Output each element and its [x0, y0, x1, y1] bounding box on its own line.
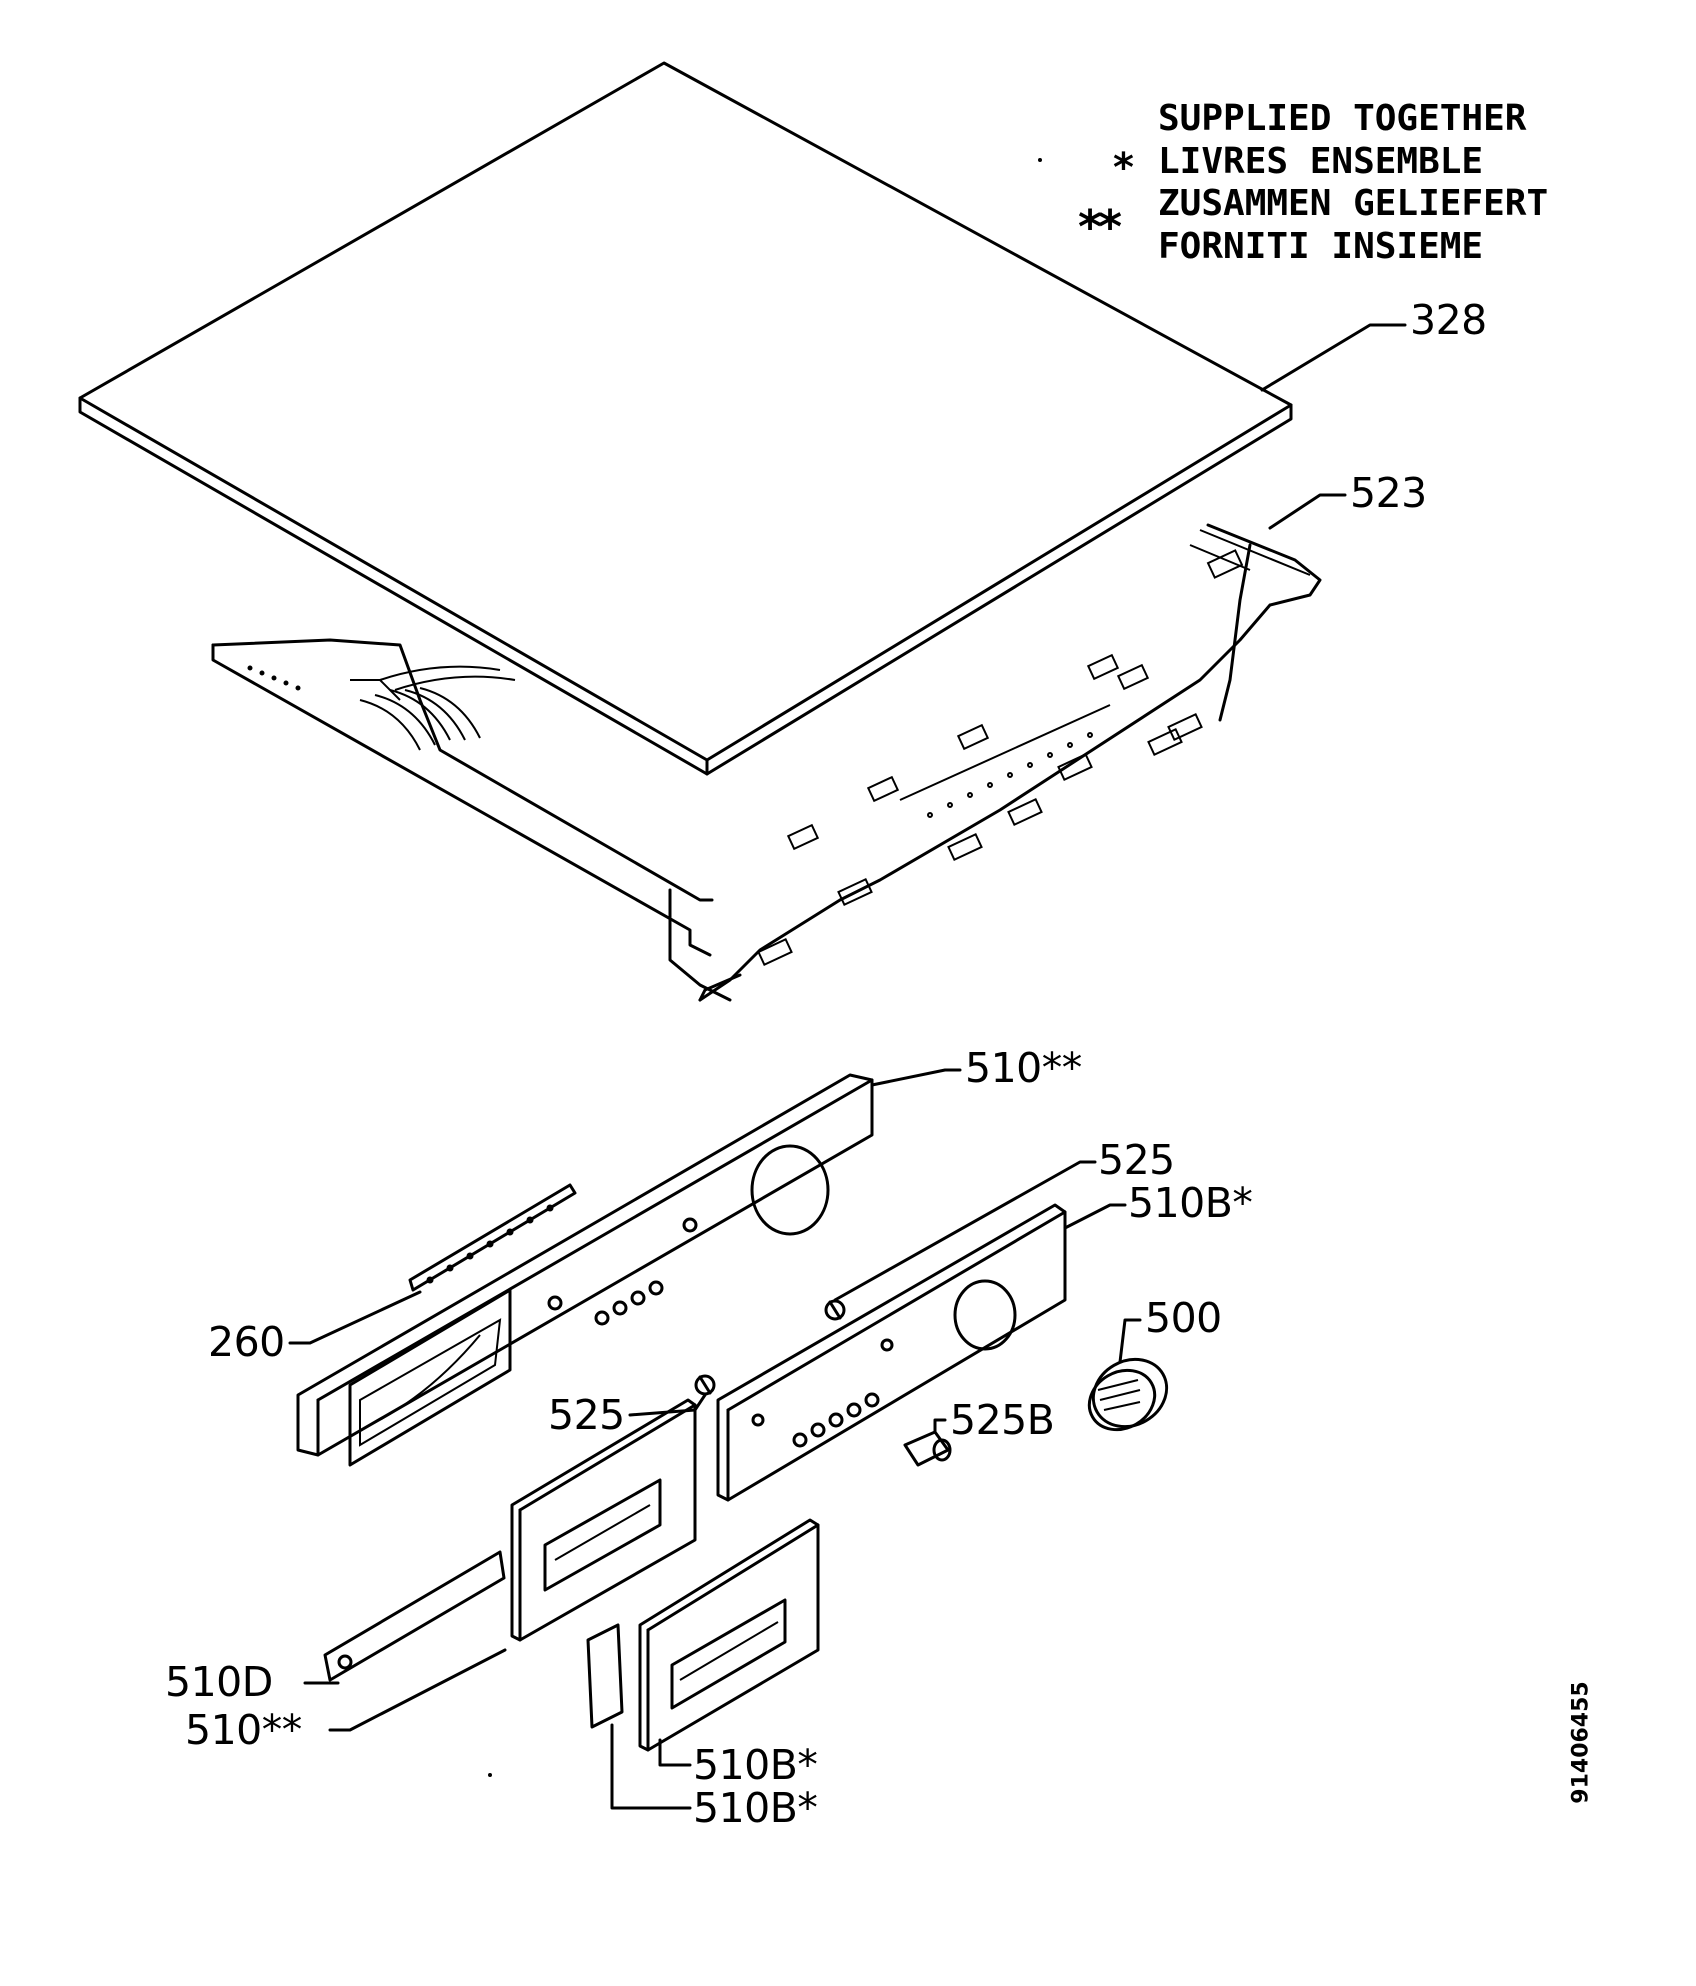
document-number: 91406455 [1568, 1681, 1594, 1804]
callout-523: 523 [1350, 469, 1427, 517]
part-523-panel-frame [211, 523, 1322, 1002]
part-500-knob [1087, 1357, 1169, 1432]
legend-line-german: ZUSAMMEN GELIEFERT [1158, 183, 1549, 224]
callout-260: 260 [208, 1318, 285, 1366]
callout-328: 328 [1410, 296, 1487, 344]
legend-line-english: SUPPLIED TOGETHER [1158, 98, 1527, 139]
supply-legend: SUPPLIED TOGETHER LIVRES ENSEMBLE ZUSAMM… [1158, 98, 1548, 268]
callout-525-upper: 525 [1098, 1136, 1175, 1184]
part-510b-lower-frame [638, 1518, 820, 1752]
callout-525b: 525B [950, 1396, 1055, 1444]
callout-510b-right: 510B* [1128, 1179, 1253, 1227]
legend-single-star: * [1113, 145, 1134, 191]
callout-510b-lower-1: 510B* [693, 1741, 818, 1789]
part-510-window-frame [510, 1398, 697, 1642]
part-510-main-control-panel [296, 1073, 874, 1467]
callout-510b-lower-2: 510B* [693, 1784, 818, 1832]
part-510b-small-strip [586, 1623, 624, 1729]
leader-lines [288, 323, 1407, 1810]
callout-510d: 510D [165, 1658, 273, 1706]
part-525-screws [694, 1299, 846, 1396]
callout-500: 500 [1145, 1294, 1222, 1342]
callout-510-top: 510** [965, 1044, 1082, 1092]
part-510d-strip [323, 1550, 506, 1682]
legend-line-italian: FORNITI INSIEME [1158, 225, 1484, 267]
callout-510-bottom: 510** [185, 1706, 302, 1754]
callout-525-lower: 525 [548, 1391, 625, 1439]
part-260-indicator-strip [408, 1183, 577, 1292]
part-525b-pin [903, 1430, 952, 1467]
part-510b-right-panel [716, 1203, 1067, 1502]
part-328-top-panel [78, 61, 1293, 776]
legend-line-french: LIVRES ENSEMBLE [1158, 140, 1484, 182]
legend-double-star: ** [1078, 200, 1122, 254]
